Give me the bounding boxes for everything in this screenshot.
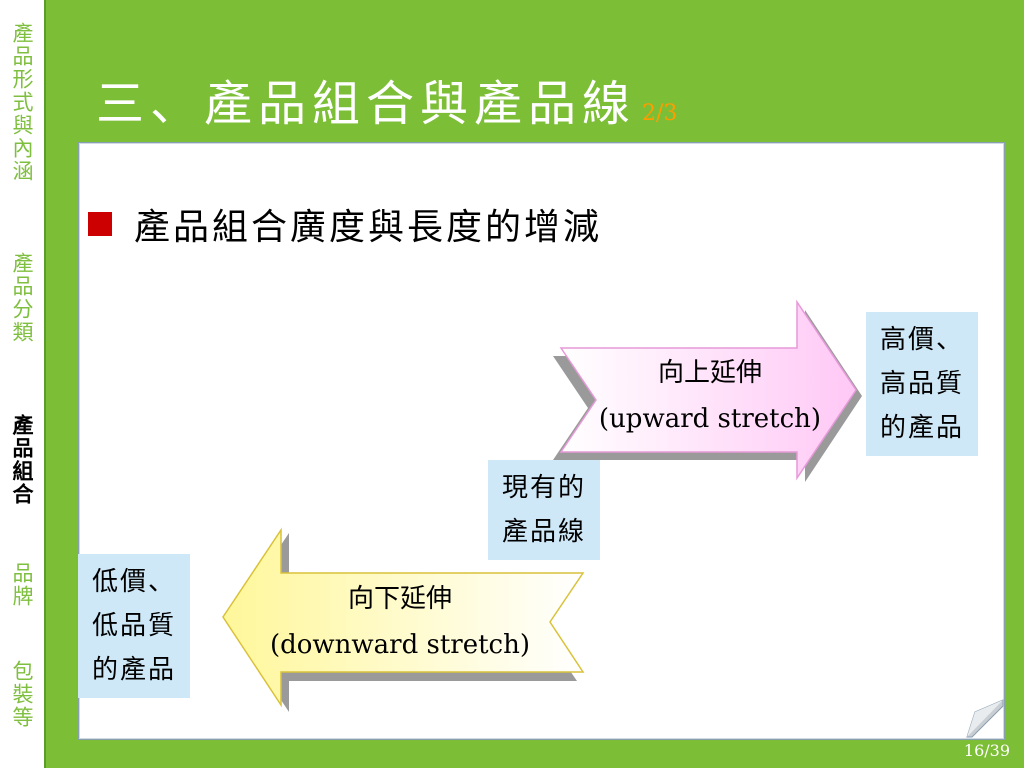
low-box-line: 低品質 — [92, 611, 177, 641]
high-box-line: 的產品 — [880, 413, 965, 443]
nav-item-product-form[interactable]: 產品形式與內涵 — [10, 22, 34, 183]
nav-item-product-mix[interactable]: 產品組合 — [10, 414, 35, 506]
low-box-line: 低價、 — [92, 567, 177, 597]
high-box-line: 高價、 — [880, 325, 965, 355]
downward-label-chinese: 向下延伸 — [347, 584, 452, 614]
bullet-text: 產品組合廣度與長度的增減 — [134, 207, 603, 248]
upward-label-chinese: 向上延伸 — [657, 358, 762, 388]
upward-arrow-label: 向上延伸 (upward stretch) — [592, 350, 828, 442]
red-square-bullet-icon — [88, 212, 112, 236]
downward-arrow-shape — [222, 527, 585, 708]
nav-item-product-classification[interactable]: 產品分類 — [10, 252, 34, 344]
high-price-box: 高價、 高品質 的產品 — [866, 312, 979, 456]
bullet-point: 產品組合廣度與長度的增減 — [88, 198, 602, 250]
nav-item-packaging[interactable]: 包裝等 — [10, 660, 34, 729]
slide-title-text: 三、產品組合與產品線 — [96, 76, 637, 132]
downward-arrow-label: 向下延伸 (downward stretch) — [262, 576, 538, 668]
page-curl-fold — [967, 700, 1003, 737]
low-price-box: 低價、 低品質 的產品 — [78, 554, 191, 698]
high-box-line: 高品質 — [880, 369, 965, 399]
nav-item-brand[interactable]: 品牌 — [10, 562, 34, 608]
current-product-line-box: 現有的 產品線 — [488, 460, 601, 560]
low-box-line: 的產品 — [92, 655, 177, 685]
current-box-line: 現有的 — [502, 473, 587, 503]
current-box-line: 產品線 — [502, 517, 587, 547]
page-number: 16/39 — [963, 741, 1010, 760]
upward-arrow-shape — [559, 299, 857, 481]
downward-label-english: (downward stretch) — [269, 630, 531, 660]
upward-label-english: (upward stretch) — [598, 404, 822, 434]
slide-title-part: 2/3 — [642, 101, 678, 126]
side-navigation: 產品形式與內涵 產品分類 產品組合 品牌 包裝等 — [0, 0, 46, 768]
